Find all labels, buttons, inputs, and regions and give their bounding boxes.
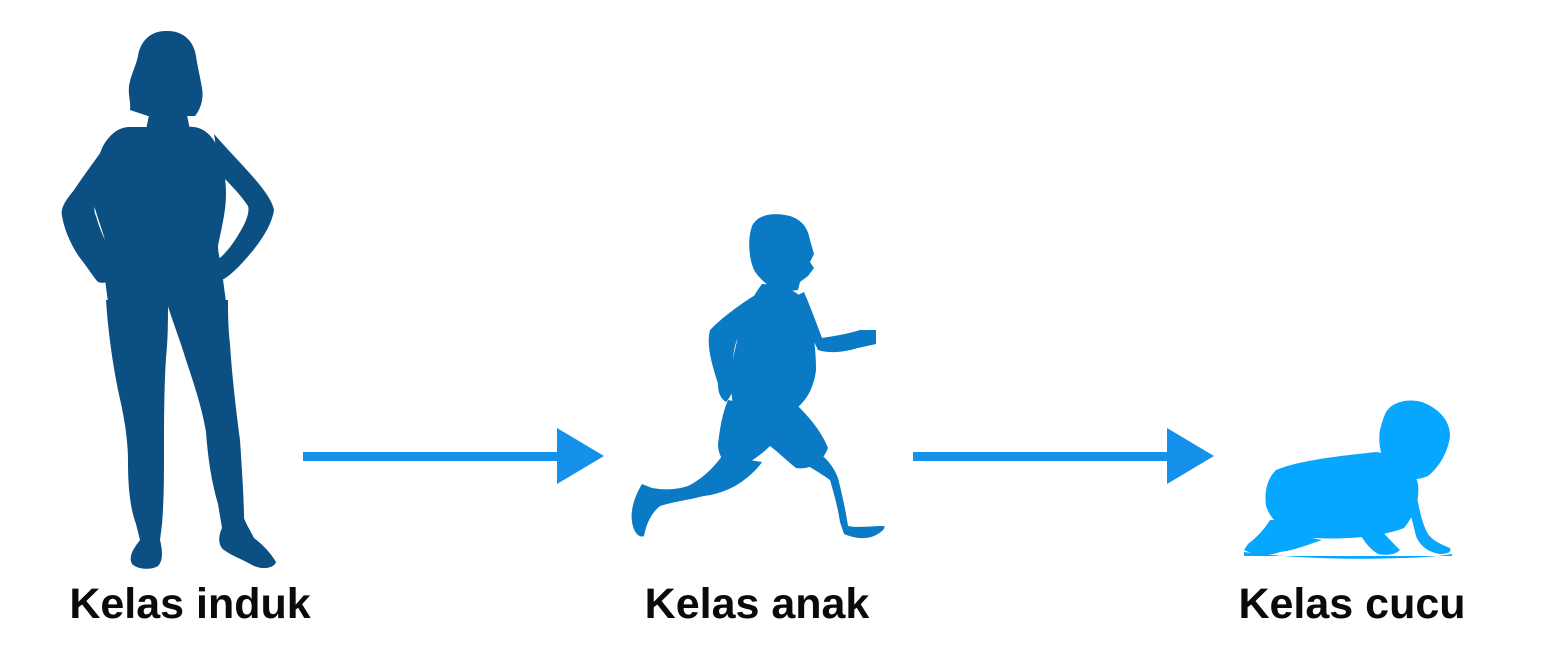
- label-parent-class: Kelas induk: [69, 580, 311, 628]
- arrow-child-to-grandchild: [913, 428, 1214, 484]
- label-child-class: Kelas anak: [644, 580, 870, 628]
- label-grandchild-class: Kelas cucu: [1238, 580, 1466, 628]
- baby-crawling-icon: [1244, 400, 1452, 559]
- woman-standing-icon: [61, 30, 276, 569]
- boy-running-icon: [631, 214, 885, 539]
- arrow-parent-to-child: [303, 428, 604, 484]
